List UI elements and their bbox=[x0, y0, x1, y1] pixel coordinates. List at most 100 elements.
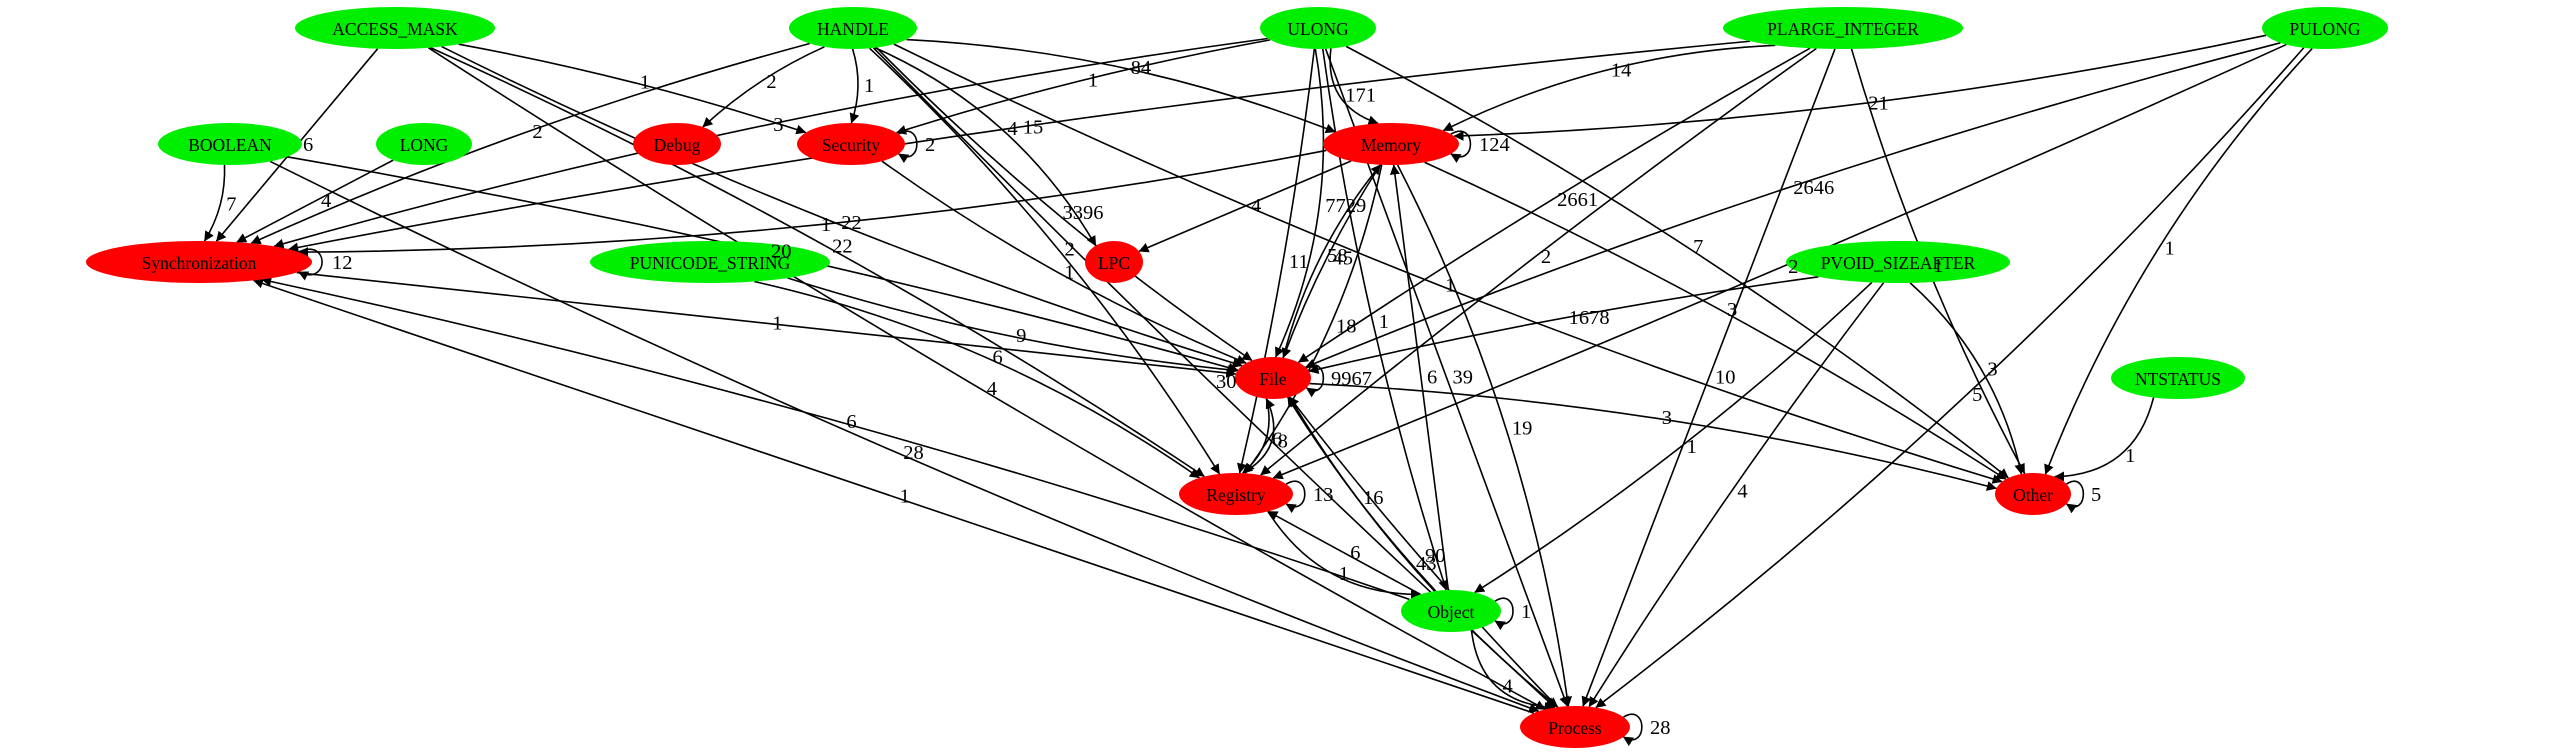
edge-label-plarge-integer-to-file: 2661 bbox=[1557, 189, 1598, 211]
node-shape-process bbox=[1520, 706, 1630, 748]
node-long: LONG bbox=[376, 123, 472, 165]
edge-label-plarge-integer-to-process: 10 bbox=[1715, 367, 1736, 389]
edge-label-ntstatus-to-other: 1 bbox=[2125, 445, 2135, 467]
node-label-punicode-string: PUNICODE_STRING bbox=[630, 253, 791, 273]
edge-label-ulong-to-registry: 11 bbox=[1289, 251, 1309, 273]
edge-label-process-to-process: 28 bbox=[1650, 717, 1671, 739]
node-shape-object bbox=[1401, 590, 1501, 632]
edge-boolean-to-synchronization bbox=[203, 164, 226, 242]
node-shape-ulong bbox=[1260, 7, 1376, 49]
edge-security-to-security bbox=[898, 130, 918, 164]
edge-label-handle-to-lpc: 4 bbox=[1007, 118, 1017, 140]
node-shape-plarge-integer bbox=[1723, 7, 1963, 49]
edge-label-plarge-integer-to-memory: 14 bbox=[1611, 60, 1632, 82]
edge-label-registry-to-object: 1 bbox=[1339, 563, 1349, 585]
edge-label-long-to-synchronization: 4 bbox=[321, 190, 331, 212]
edge-access-mask-to-security bbox=[458, 43, 807, 135]
edge-pulong-to-other bbox=[2044, 48, 2313, 475]
edge-label-pulong-to-memory: 21 bbox=[1868, 93, 1889, 115]
edge-pulong-to-process bbox=[1595, 47, 2305, 709]
node-label-lpc: LPC bbox=[1098, 253, 1130, 273]
node-label-handle: HANDLE bbox=[817, 19, 889, 39]
node-label-file: File bbox=[1259, 369, 1286, 389]
node-label-security: Security bbox=[822, 135, 881, 155]
edge-label-registry-to-file: 8 bbox=[1278, 430, 1288, 452]
node-debug: Debug bbox=[633, 123, 721, 165]
node-other: Other bbox=[1995, 473, 2071, 515]
edge-label-ulong-to-file: 7729 bbox=[1325, 195, 1366, 217]
edge-ulong-to-synchronization bbox=[273, 37, 1268, 249]
node-label-debug: Debug bbox=[654, 135, 701, 155]
edge-memory-to-file bbox=[1281, 164, 1382, 359]
edge-label-pulong-to-other: 1 bbox=[2164, 238, 2174, 260]
edge-memory-to-registry bbox=[1244, 164, 1383, 474]
node-label-long: LONG bbox=[400, 135, 449, 155]
edge-label-pulong-to-file: 2646 bbox=[1793, 177, 1834, 199]
node-label-other: Other bbox=[2013, 485, 2053, 505]
node-label-pulong: PULONG bbox=[2290, 19, 2361, 39]
edge-label-pvoid-sizeafter-to-object: 1 bbox=[1687, 436, 1697, 458]
edge-label-object-to-object: 1 bbox=[1521, 601, 1531, 623]
node-shape-security bbox=[797, 123, 905, 165]
edge-label-access-mask-to-file: 22 bbox=[841, 212, 862, 234]
node-registry: Registry bbox=[1179, 473, 1293, 515]
edge-long-to-synchronization bbox=[236, 159, 394, 243]
edge-object-to-synchronization bbox=[261, 276, 1410, 601]
edge-ntstatus-to-other bbox=[2054, 397, 2155, 482]
node-boolean: BOOLEAN bbox=[158, 123, 302, 165]
node-label-ulong: ULONG bbox=[1287, 19, 1349, 39]
edge-label-boolean-to-process: 28 bbox=[903, 442, 924, 464]
node-object: Object bbox=[1401, 590, 1501, 632]
edge-label-handle-to-memory: 84 bbox=[1131, 57, 1152, 79]
edge-process-to-synchronization bbox=[252, 278, 1535, 714]
node-label-access-mask: ACCESS_MASK bbox=[332, 19, 458, 39]
edge-label-process-to-file: 90 bbox=[1425, 545, 1446, 567]
edge-object-to-file bbox=[1287, 396, 1437, 592]
edge-memory-to-synchronization bbox=[298, 149, 1327, 258]
edge-label-memory-to-lpc: 4 bbox=[1251, 195, 1261, 217]
node-shape-debug bbox=[633, 123, 721, 165]
node-shape-punicode-string bbox=[590, 241, 830, 283]
edge-access-mask-to-process bbox=[427, 47, 1546, 711]
node-shape-file bbox=[1235, 357, 1311, 399]
edge-pulong-to-file bbox=[1305, 42, 2281, 369]
edge-ulong-to-other bbox=[1345, 45, 2009, 479]
edge-registry-to-registry bbox=[1285, 480, 1306, 514]
edge-label-pulong-to-process: 5 bbox=[1972, 384, 1982, 406]
edge-label-memory-to-other: 3 bbox=[1727, 299, 1737, 321]
edge-label-security-to-security: 2 bbox=[925, 134, 935, 156]
edge-memory-to-lpc bbox=[1138, 160, 1352, 253]
edge-label-memory-to-memory: 124 bbox=[1479, 134, 1510, 156]
edge-access-mask-to-file bbox=[441, 45, 1243, 368]
edge-label-file-to-other: 3 bbox=[1662, 407, 1672, 429]
edge-label-ulong-to-security: 1 bbox=[1088, 69, 1098, 91]
node-shape-ntstatus bbox=[2111, 357, 2245, 399]
node-label-memory: Memory bbox=[1361, 135, 1422, 155]
edge-label-memory-to-synchronization: 1 bbox=[821, 214, 831, 236]
node-process: Process bbox=[1520, 706, 1630, 748]
edge-file-to-other bbox=[1309, 382, 1997, 491]
node-pulong: PULONG bbox=[2262, 7, 2388, 49]
edge-label-pvoid-sizeafter-to-process: 4 bbox=[1737, 480, 1747, 502]
node-shape-registry bbox=[1179, 473, 1293, 515]
edge-label-pvoid-sizeafter-to-other: 3 bbox=[1987, 358, 1997, 380]
edge-pvoid-sizeafter-to-object bbox=[1474, 281, 1873, 594]
node-label-ntstatus: NTSTATUS bbox=[2135, 369, 2221, 389]
edge-label-pvoid-sizeafter-to-file: 1678 bbox=[1569, 307, 1610, 329]
edge-label-memory-to-file: 45 bbox=[1333, 248, 1354, 270]
edge-label-plarge-integer-to-synchronization: 15 bbox=[1023, 116, 1043, 138]
edge-handle-to-registry bbox=[869, 47, 1221, 475]
edge-punicode-string-to-registry bbox=[754, 280, 1200, 479]
edge-memory-to-memory bbox=[1450, 130, 1472, 163]
edge-label-boolean-to-synchronization: 7 bbox=[226, 194, 236, 216]
edge-label-memory-to-registry: 18 bbox=[1336, 315, 1357, 337]
edge-label-pulong-to-registry: 2 bbox=[1788, 256, 1798, 278]
edge-plarge-integer-to-memory bbox=[1442, 44, 1776, 132]
edge-plarge-integer-to-registry bbox=[1260, 47, 1817, 476]
node-handle: HANDLE bbox=[789, 7, 917, 49]
edge-label-other-to-other: 5 bbox=[2091, 484, 2101, 506]
edge-label-handle-to-process: 30 bbox=[1216, 371, 1237, 393]
node-file: File bbox=[1235, 357, 1311, 399]
